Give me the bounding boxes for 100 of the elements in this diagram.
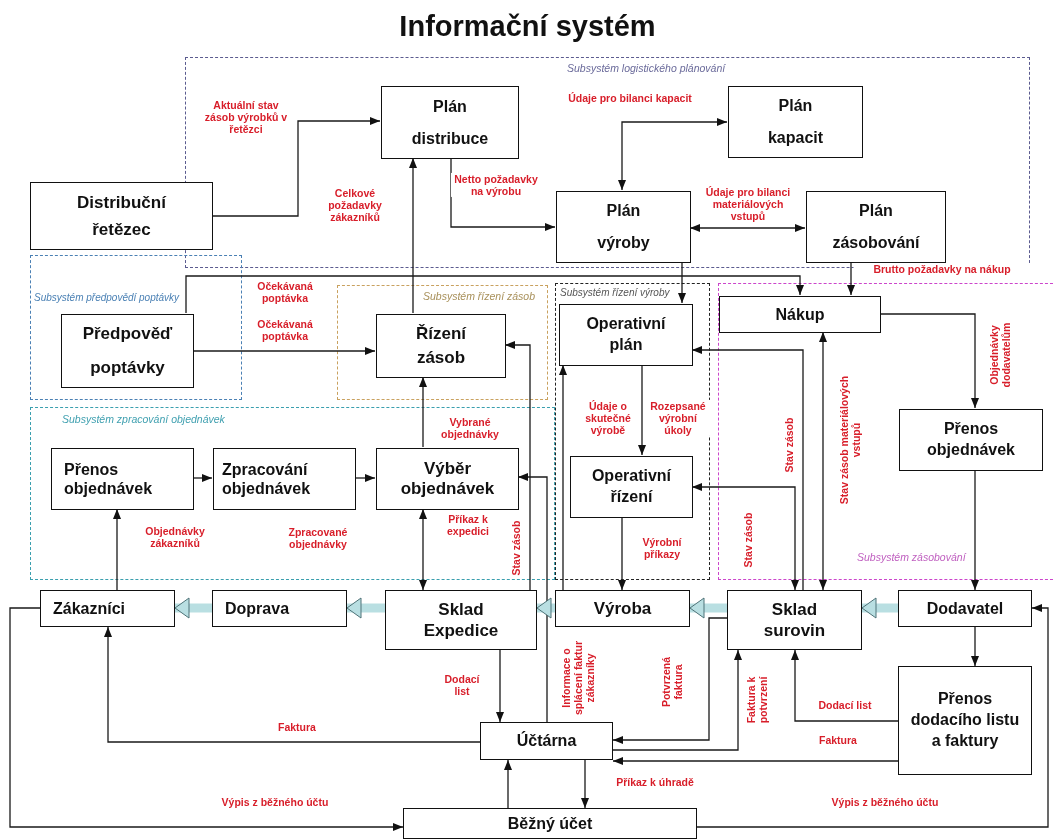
arrow [971,469,979,591]
process-box [61,314,194,388]
arrow [678,261,686,304]
box-label: Plán kapacit [766,96,825,148]
arrow [496,649,504,723]
arrow [618,516,626,591]
edge-label: Stav zásob [741,511,755,569]
box-label: Výběr objednávek [399,458,496,500]
arrow [638,364,646,456]
arrow [9,607,404,831]
box-label: Řízení zásob [414,323,468,369]
edge-label: Netto požadavky na výrobu [451,172,541,198]
box-label: Plán zásobování [831,201,921,253]
arrow [185,275,804,314]
process-box [403,808,697,839]
box-label: Přenos objednávek [926,419,1016,460]
arrow [559,364,567,591]
arrow [450,157,556,231]
box-label: Přenos dodacího listu a faktury [910,689,1020,751]
process-box [40,590,175,627]
process-box [555,590,690,627]
arrow [696,604,1049,828]
process-box [559,304,693,366]
edge-label: Stav zásob [509,519,523,577]
block-arrow [346,597,385,619]
arrow [419,508,427,591]
block-arrow [536,597,555,619]
arrow [618,118,728,191]
process-box [51,448,194,510]
arrow [113,508,121,591]
arrow [192,474,213,482]
arrow [691,483,799,591]
arrow [819,331,827,591]
arrow [504,759,512,809]
box-label: Zpracování objednávek [222,459,312,499]
box-label: Plán výroby [596,201,651,253]
frame-label: Subsystém zpracování objednávek [61,413,226,425]
box-label: Nákup [775,305,825,324]
box-label: Sklad Expedice [422,598,500,642]
process-box [556,191,691,263]
box-label: Výroba [593,598,652,619]
process-box [385,590,537,650]
frame-label: Subsystém řízení výroby [559,287,671,298]
subsystem-frame [337,285,548,400]
block-arrow [174,597,212,619]
block-arrow [861,597,898,619]
process-box [728,86,863,158]
edge-label: Stav zásob [782,416,796,474]
process-box [376,314,506,378]
frame-label: Subsystém zásobování [856,551,967,563]
arrow [419,376,427,448]
box-label: Operativní řízení [590,466,673,507]
process-box [376,448,519,510]
process-box [727,590,862,650]
box-label: Běžný účet [507,814,593,833]
box-label: Sklad surovin [762,598,827,642]
process-box [898,590,1032,627]
arrow [517,473,548,723]
arrow [847,261,855,296]
process-box [480,722,613,760]
diagram-title: Informační systém [399,10,656,42]
box-label: Doprava [225,599,290,618]
process-box [381,86,519,159]
box-label: Účtárna [516,732,577,750]
arrow [612,757,899,765]
arrow [104,626,481,743]
arrow [581,759,589,809]
arrow [612,649,742,751]
edge-label: Brutto požadavky na nákup [853,262,1031,276]
box-label: Dodavatel [926,599,1004,618]
arrow [409,157,417,314]
process-box [30,182,213,250]
arrow [971,626,979,667]
process-box [570,456,693,518]
process-box [213,448,356,510]
arrow [791,649,899,722]
process-box [719,296,881,333]
frame-label: Subsystém logistického plánování [566,62,727,74]
box-label: Přenos objednávek [64,459,154,499]
box-label: Zákazníci [53,599,126,618]
box-label: Předpověď poptávky [81,323,174,379]
arrow [354,474,376,482]
subsystem-frame [30,255,242,400]
arrow [612,617,728,744]
process-box [898,666,1032,775]
arrow [689,224,806,232]
block-arrow [689,597,727,619]
arrow [504,341,531,591]
frame-label: Subsystém řízení zásob [422,290,537,302]
process-box [899,409,1043,471]
box-label: Operativní plán [585,314,667,355]
frame-label: Subsystém předpovědí poptávky [33,292,181,303]
box-label: Distribuční řetězec [76,191,168,241]
arrow [212,117,381,217]
edge-label: Informace o splácení faktur zákazníky [559,638,597,718]
arrow [691,346,804,591]
arrow [192,347,376,355]
box-label: Plán distribuce [410,96,490,149]
arrow [879,313,979,409]
process-box [212,590,347,627]
